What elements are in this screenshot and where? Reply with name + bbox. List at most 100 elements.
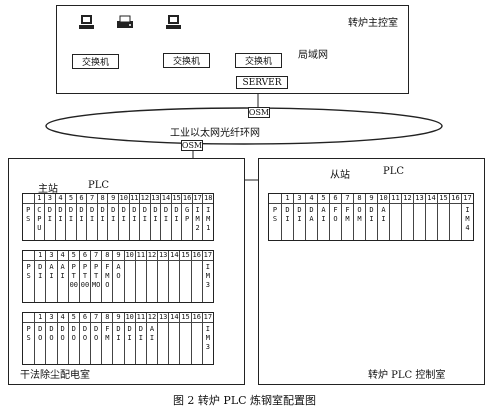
slot-number: 13 [158, 313, 169, 323]
slot-number: 12 [146, 313, 158, 323]
slot-number: 3 [46, 251, 57, 261]
slot-module: D I [111, 206, 116, 223]
slot-module: D I [38, 263, 43, 280]
slot-module: O M [357, 206, 362, 223]
rack-slot: 8 F M O [101, 251, 113, 302]
slot-module: F O [333, 206, 338, 223]
slot-module: D I [369, 206, 374, 223]
slot-module: A I [49, 263, 54, 280]
slot-number [23, 313, 35, 323]
slot-number: 17 [192, 194, 203, 204]
slot-module: D O [49, 325, 54, 342]
slot-number: 4 [306, 194, 317, 204]
slot-module [426, 204, 437, 206]
ring-label: 工业以太网光纤环网 [170, 128, 260, 139]
rack-slot: P S [23, 251, 35, 302]
main-control-room-label: 转炉主控室 [348, 18, 398, 29]
rack-slot: 11 [134, 251, 146, 302]
slot-module: D O [82, 325, 88, 342]
slot-number: 17 [462, 194, 473, 204]
slot-module: P S [26, 263, 31, 280]
slot-module [390, 204, 401, 206]
rack-slot: 12 D I [139, 194, 150, 240]
slot-number: 7 [91, 251, 102, 261]
slot-number: 10 [124, 251, 135, 261]
slot-number: 6 [76, 194, 87, 204]
slot-number: 5 [68, 251, 79, 261]
slot-module: F M [345, 206, 350, 223]
rack-slot: 14 [425, 194, 437, 240]
slot-module [158, 323, 168, 325]
slot-number: 13 [150, 194, 161, 204]
slot-number: 8 [97, 194, 108, 204]
slot-number: 15 [180, 313, 191, 323]
slot-module: D I [100, 206, 105, 223]
slot-module [192, 261, 202, 263]
slot-module: F M O [105, 263, 110, 289]
slot-number: 15 [438, 194, 449, 204]
slot-number: 18 [203, 194, 213, 204]
slot-number: 13 [414, 194, 425, 204]
slot-number: 15 [180, 251, 191, 261]
slot-module: P S [272, 206, 278, 223]
slot-module [402, 204, 413, 206]
slot-module [414, 204, 425, 206]
slot-number: 1 [35, 313, 46, 323]
switch-box: 交换机 [235, 53, 282, 68]
slot-number [23, 194, 34, 204]
rack-slot: 13 [157, 251, 169, 302]
slot-module: D O [60, 325, 65, 342]
slot-module: D I [142, 206, 147, 223]
rack-slot: 9 D I [107, 194, 118, 240]
rack-slot: 7 F M [341, 194, 353, 240]
slot-number: 10 [124, 313, 135, 323]
osm-bottom: OSM [181, 140, 203, 151]
slot-module: A I [381, 206, 386, 223]
rack-slot: 16 [449, 194, 461, 240]
slot-module: P S [26, 325, 31, 342]
slot-number: 8 [354, 194, 365, 204]
slot-module: F M [105, 325, 110, 342]
slot-number: 12 [140, 194, 150, 204]
slot-number: 9 [108, 194, 118, 204]
rack-slot: 13 [413, 194, 425, 240]
converter-plc-room-label: 转炉 PLC 控制室 [368, 370, 446, 381]
slot-module: D A [309, 206, 314, 223]
figure-caption: 图 2 转炉 PLC 炼钢室配置图 [172, 394, 317, 407]
slot-module [180, 261, 190, 263]
slave-station-label: 从站 [330, 170, 350, 181]
slot-number: 5 [318, 194, 329, 204]
slot-module: G P [184, 206, 190, 223]
slot-number: 16 [450, 194, 461, 204]
slot-module [136, 261, 146, 263]
slot-module [438, 204, 449, 206]
rack-slot: 15 [179, 251, 191, 302]
rack-slot: 8 O M [353, 194, 365, 240]
slot-module: I M 4 [465, 206, 470, 232]
computer-icon [166, 15, 181, 29]
osm-top: OSM [248, 107, 270, 118]
rack-slot: 4 D A [305, 194, 317, 240]
slot-number: 17 [202, 251, 213, 261]
slot-module: D O [38, 325, 43, 342]
rack-slot: 15 [437, 194, 449, 240]
slot-number: 16 [191, 313, 202, 323]
rack-slot: 10 [123, 251, 135, 302]
slot-number: 8 [102, 251, 113, 261]
slot-number: 7 [342, 194, 353, 204]
